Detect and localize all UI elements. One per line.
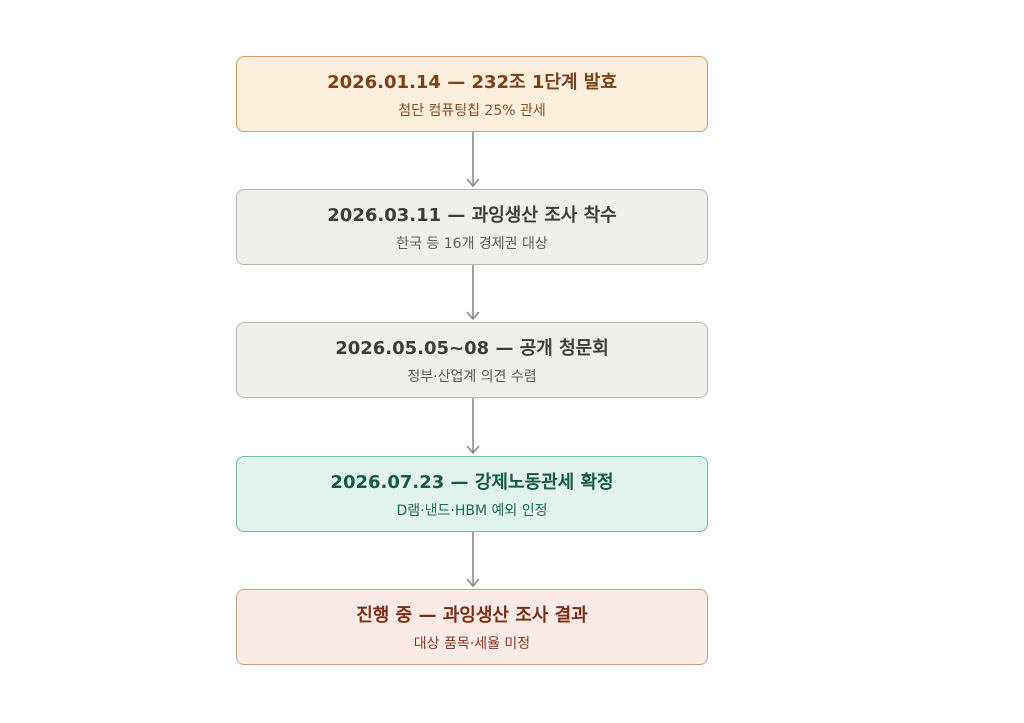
timeline-step-2: 2026.03.11 — 과잉생산 조사 착수 한국 등 16개 경제권 대상 (236, 189, 708, 265)
arrow-down-icon (466, 265, 480, 321)
timeline-step-4: 2026.07.23 — 강제노동관세 확정 D램·낸드·HBM 예외 인정 (236, 456, 708, 532)
step-3-title: 2026.05.05~08 — 공개 청문회 (335, 338, 609, 359)
arrow-down-icon (466, 398, 480, 455)
step-5-subtitle: 대상 품목·세율 미정 (413, 636, 531, 652)
timeline-step-5: 진행 중 — 과잉생산 조사 결과 대상 품목·세율 미정 (236, 589, 708, 665)
arrow-down-icon (466, 132, 480, 188)
step-1-title: 2026.01.14 — 232조 1단계 발효 (327, 72, 617, 93)
arrow-down-icon (466, 532, 480, 588)
timeline-step-1: 2026.01.14 — 232조 1단계 발효 첨단 컴퓨팅칩 25% 관세 (236, 56, 708, 132)
step-4-subtitle: D램·낸드·HBM 예외 인정 (396, 503, 548, 519)
timeline-step-3: 2026.05.05~08 — 공개 청문회 정부·산업계 의견 수렴 (236, 322, 708, 398)
step-3-subtitle: 정부·산업계 의견 수렴 (407, 369, 537, 385)
step-2-subtitle: 한국 등 16개 경제권 대상 (396, 236, 548, 252)
step-1-subtitle: 첨단 컴퓨팅칩 25% 관세 (398, 103, 546, 119)
step-5-title: 진행 중 — 과잉생산 조사 결과 (356, 605, 588, 626)
step-2-title: 2026.03.11 — 과잉생산 조사 착수 (327, 205, 617, 226)
step-4-title: 2026.07.23 — 강제노동관세 확정 (330, 472, 614, 493)
